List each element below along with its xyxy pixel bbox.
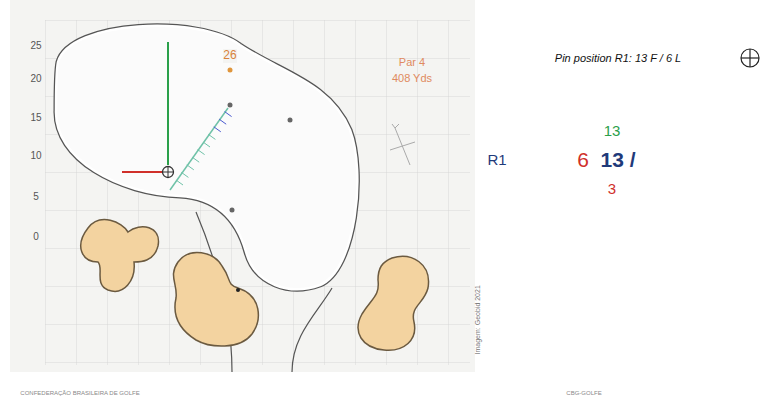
hatch-tick	[225, 112, 232, 117]
marker-dot	[228, 103, 233, 108]
bunker	[358, 256, 428, 350]
hatch-tick	[214, 127, 221, 132]
edge-distance-line	[170, 108, 228, 190]
distance-label: 408 Yds	[392, 72, 432, 84]
bunker	[81, 220, 159, 292]
marker-dot	[230, 208, 235, 213]
hatch-tick	[208, 134, 215, 139]
par-label: Par 4	[399, 56, 425, 68]
footer-text: CBG-GOLFE	[566, 390, 601, 397]
hatch-tick	[181, 172, 188, 177]
image-credit: Imagem: Geobid 2021	[474, 285, 482, 354]
hatching	[176, 112, 232, 185]
pin	[163, 167, 174, 178]
right-value: 3	[608, 181, 616, 198]
offset-line	[122, 171, 162, 173]
hatch-tick	[187, 165, 194, 170]
left-value: 6	[577, 148, 589, 171]
depth-line	[167, 42, 169, 165]
pin-position-title: Pin position R1: 13 F / 6 L	[555, 52, 681, 64]
yardage-number: 26	[223, 49, 236, 62]
grid	[45, 20, 470, 365]
marker-dot	[288, 118, 293, 123]
hatch-tick	[219, 119, 226, 124]
crosshair-symbol	[741, 49, 759, 67]
yardage-dot	[228, 68, 233, 73]
axis-number: 5	[33, 191, 39, 202]
map-ground	[10, 0, 475, 372]
footer-text: CONFEDERAÇÃO BRASILEIRA DE GOLFE	[20, 390, 139, 397]
hatch-tick	[176, 180, 183, 185]
axis-number: 0	[33, 231, 39, 242]
axis-number: 25	[30, 40, 41, 51]
pin	[168, 166, 169, 178]
rough-line	[292, 288, 332, 372]
bunker	[173, 252, 258, 346]
north-arrow	[390, 124, 415, 165]
axis-number: 10	[30, 150, 41, 161]
front-value: 13 /	[600, 148, 635, 171]
axis-number: 20	[30, 73, 41, 84]
hatch-tick	[203, 142, 210, 147]
hatch-tick	[192, 157, 199, 162]
hatch-tick	[198, 150, 205, 155]
round-label: R1	[487, 152, 506, 169]
axis-number: 15	[30, 112, 41, 123]
marker-dot	[236, 288, 240, 292]
depth-value: 13	[604, 123, 621, 140]
